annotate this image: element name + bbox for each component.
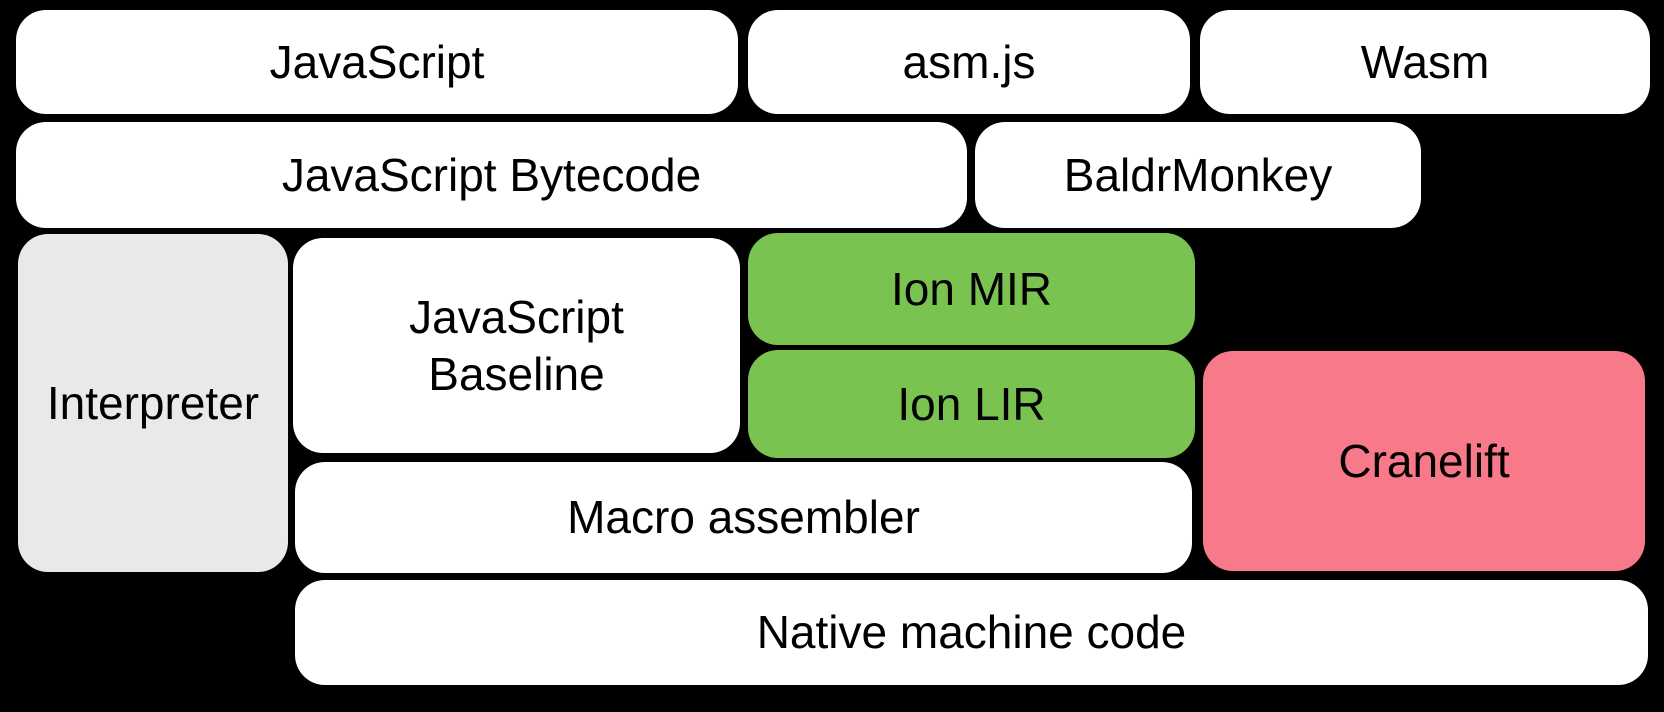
node-baldrmonkey: BaldrMonkey (975, 122, 1421, 228)
node-cranelift: Cranelift (1203, 351, 1645, 571)
node-asmjs: asm.js (748, 10, 1190, 114)
node-macro-assembler: Macro assembler (295, 462, 1192, 573)
node-interpreter: Interpreter (18, 234, 288, 572)
node-native-machine-code: Native machine code (295, 580, 1648, 685)
node-ion-mir: Ion MIR (748, 233, 1195, 345)
node-javascript-bytecode: JavaScript Bytecode (16, 122, 967, 228)
node-javascript: JavaScript (16, 10, 738, 114)
node-wasm: Wasm (1200, 10, 1650, 114)
node-ion-lir: Ion LIR (748, 350, 1195, 458)
node-javascript-baseline: JavaScript Baseline (293, 238, 740, 453)
